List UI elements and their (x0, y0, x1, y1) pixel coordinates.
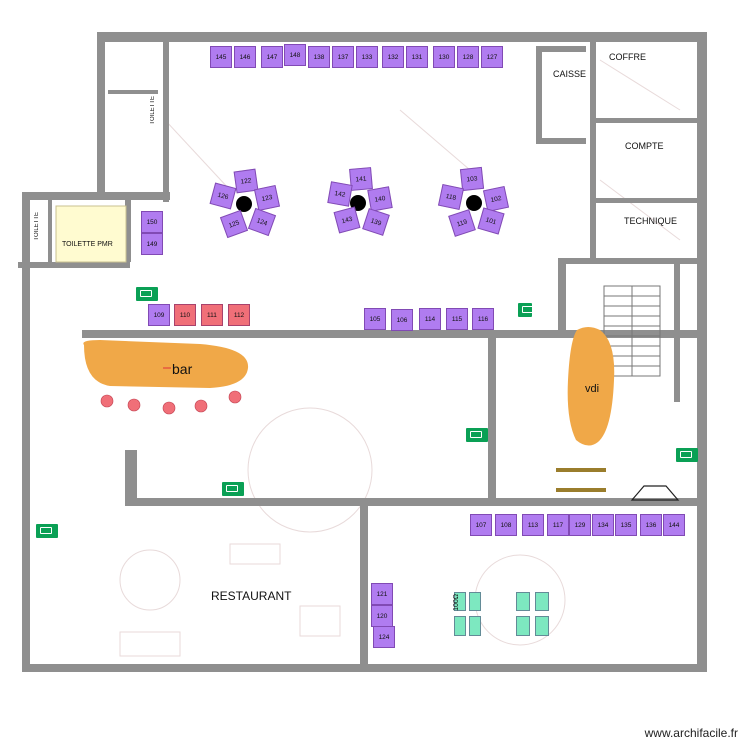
machine-147[interactable]: 147 (261, 46, 283, 68)
exit-sign-2 (518, 303, 534, 317)
green-machine-5[interactable] (516, 592, 530, 611)
green-machine-8[interactable] (535, 616, 549, 636)
machine-142[interactable]: 142 (327, 181, 353, 207)
table-dot-1 (236, 196, 252, 212)
machine-128[interactable]: 128 (457, 46, 479, 68)
green-machine-7[interactable] (516, 616, 530, 636)
machine-116[interactable]: 116 (472, 308, 494, 330)
machine-120[interactable]: 120 (371, 605, 393, 627)
machine-136[interactable]: 136 (640, 514, 662, 536)
exit-sign-4 (676, 448, 698, 462)
exit-sign-3 (466, 428, 488, 442)
machine-117[interactable]: 117 (547, 514, 569, 536)
room-label-bar: bar (172, 361, 193, 377)
green-machine-4[interactable] (469, 616, 481, 636)
machine-113[interactable]: 113 (522, 514, 544, 536)
room-label-toilette-top: TOILETTE (150, 96, 156, 125)
machine-108[interactable]: 108 (495, 514, 517, 536)
room-label-compte: COMPTE (625, 141, 664, 151)
green-machine-2[interactable] (469, 592, 481, 611)
bar-counter (83, 340, 249, 388)
green-machine-label: 100Ω (453, 594, 460, 611)
machine-144[interactable]: 144 (663, 514, 685, 536)
machine-137[interactable]: 137 (332, 46, 354, 68)
machine-121[interactable]: 121 (371, 583, 393, 605)
machine-111[interactable]: 111 (201, 304, 223, 326)
machine-132[interactable]: 132 (382, 46, 404, 68)
machine-150[interactable]: 150 (141, 211, 163, 233)
machine-131[interactable]: 131 (406, 46, 428, 68)
green-machine-1[interactable] (454, 592, 466, 611)
walls (18, 32, 707, 672)
machine-109[interactable]: 109 (148, 304, 170, 326)
machine-115[interactable]: 115 (446, 308, 468, 330)
room-label-vdi: vdi (585, 383, 600, 395)
machine-123[interactable]: 123 (253, 184, 281, 212)
machine-146[interactable]: 146 (234, 46, 256, 68)
stage-fixtures (556, 468, 680, 501)
machine-127[interactable]: 127 (481, 46, 503, 68)
machine-135[interactable]: 135 (615, 514, 637, 536)
machine-114[interactable]: 114 (419, 308, 441, 330)
machine-148[interactable]: 148 (284, 44, 306, 66)
table-dot-3 (466, 195, 482, 211)
room-label-toilette-pmr: TOILETTE PMR (62, 241, 113, 248)
machine-145[interactable]: 145 (210, 46, 232, 68)
machine-107[interactable]: 107 (470, 514, 492, 536)
machine-105[interactable]: 105 (364, 308, 386, 330)
room-label-caisse: CAISSE (553, 69, 587, 79)
bar-stools (100, 390, 242, 415)
exit-sign-5 (222, 482, 244, 496)
room-label-restaurant: RESTAURANT (211, 589, 292, 603)
green-machine-6[interactable] (535, 592, 549, 611)
machine-130[interactable]: 130 (433, 46, 455, 68)
machine-106[interactable]: 106 (391, 309, 413, 331)
watermark: www.archifacile.fr (644, 726, 738, 740)
exit-sign-1 (136, 287, 158, 301)
machine-129[interactable]: 129 (569, 514, 591, 536)
exit-sign-6 (36, 524, 58, 538)
machine-110[interactable]: 110 (174, 304, 196, 326)
machine-118[interactable]: 118 (437, 183, 465, 211)
room-label-toilette-left: TOILETTE (34, 212, 40, 241)
vdi-area (567, 327, 615, 446)
green-machine-3[interactable] (454, 616, 466, 636)
machine-141[interactable]: 141 (349, 167, 373, 191)
machine-134[interactable]: 134 (592, 514, 614, 536)
machine-138[interactable]: 138 (308, 46, 330, 68)
room-label-technique: TECHNIQUE (624, 216, 678, 226)
machine-133[interactable]: 133 (356, 46, 378, 68)
machine-149[interactable]: 149 (141, 233, 163, 255)
toilette-pmr-room (55, 205, 127, 263)
background-blueprint (119, 59, 681, 657)
room-label-coffre: COFFRE (609, 52, 646, 62)
machine-112[interactable]: 112 (228, 304, 250, 326)
machine-124[interactable]: 124 (373, 626, 395, 648)
